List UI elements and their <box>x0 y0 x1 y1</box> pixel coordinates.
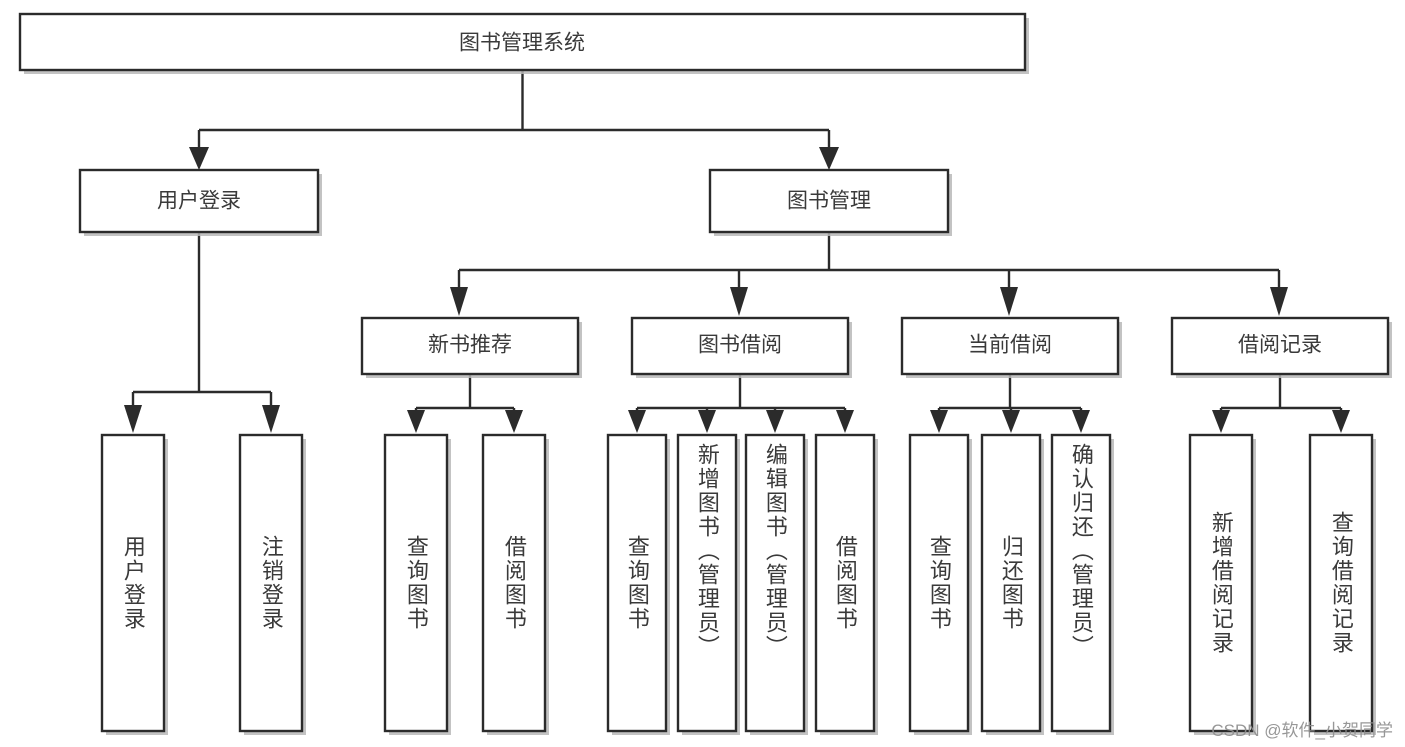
arrow-record-leaf-1 <box>1212 410 1230 433</box>
arrow-bookmgmt-to-borrow <box>730 287 748 316</box>
arrow-userlogin-leaf-1 <box>124 405 142 433</box>
connectors-layer <box>124 70 1350 433</box>
leaf-borrow-query-book[interactable] <box>606 433 670 735</box>
arrow-current-leaf-2 <box>1002 410 1020 433</box>
leaf-borrow-add-book[interactable] <box>676 433 740 735</box>
node-current-borrow-label: 当前借阅 <box>968 334 1052 357</box>
leaf-record-add[interactable] <box>1188 433 1256 735</box>
leaf-borrow-borrow-book-box <box>814 433 876 733</box>
node-borrow-record[interactable]: 借阅记录 <box>1170 316 1392 378</box>
node-current-borrow-box <box>900 316 1120 376</box>
arrow-borrow-leaf-1 <box>628 410 646 433</box>
node-root[interactable]: 图书管理系统 <box>18 12 1029 74</box>
arrow-record-leaf-2 <box>1332 410 1350 433</box>
node-book-management-box <box>708 168 950 234</box>
node-user-login[interactable]: 用户登录 <box>78 168 322 236</box>
arrow-borrow-leaf-4 <box>836 410 854 433</box>
node-borrow-record-box <box>1170 316 1390 376</box>
leaf-newbook-borrow-book-box <box>481 433 547 733</box>
leaf-borrow-query-book-box <box>606 433 668 733</box>
node-root-label: 图书管理系统 <box>459 32 585 55</box>
node-book-management-label: 图书管理 <box>787 190 871 213</box>
arrow-root-to-book-mgmt <box>819 147 839 170</box>
node-book-borrow-label: 图书借阅 <box>698 334 782 357</box>
node-root-box <box>18 12 1027 72</box>
arrow-userlogin-leaf-2 <box>262 405 280 433</box>
arrow-root-to-user-login <box>189 147 209 170</box>
leaf-current-confirm-return-box <box>1050 433 1112 733</box>
node-new-book-recommend[interactable]: 新书推荐 <box>360 316 582 378</box>
leaf-record-query-box <box>1308 433 1374 733</box>
leaf-logout-box <box>238 433 304 733</box>
node-book-management[interactable]: 图书管理 <box>708 168 952 236</box>
leaf-current-return-book[interactable] <box>980 433 1044 735</box>
leaf-record-add-box <box>1188 433 1254 733</box>
arrow-current-leaf-1 <box>930 410 948 433</box>
leaf-borrow-borrow-book[interactable] <box>814 433 878 735</box>
node-new-book-recommend-label: 新书推荐 <box>428 334 512 357</box>
leaf-current-return-book-box <box>980 433 1042 733</box>
node-current-borrow[interactable]: 当前借阅 <box>900 316 1122 378</box>
node-user-login-label: 用户登录 <box>157 190 241 213</box>
arrow-borrow-leaf-2 <box>698 410 716 433</box>
node-borrow-record-label: 借阅记录 <box>1238 334 1322 357</box>
leaf-borrow-edit-book[interactable] <box>744 433 808 735</box>
node-book-borrow[interactable]: 图书借阅 <box>630 316 852 378</box>
node-book-borrow-box <box>630 316 850 376</box>
leaf-borrow-edit-book-box <box>744 433 806 733</box>
node-new-book-recommend-box <box>360 316 580 376</box>
arrow-bookmgmt-to-current <box>1000 287 1018 316</box>
arrow-bookmgmt-to-record <box>1270 287 1288 316</box>
leaf-newbook-borrow-book[interactable] <box>481 433 549 735</box>
arrow-newbook-leaf-1 <box>407 410 425 433</box>
leaf-newbook-query-book-box <box>383 433 449 733</box>
leaf-current-confirm-return[interactable] <box>1050 433 1114 735</box>
leaf-current-query-book-box <box>908 433 970 733</box>
node-user-login-box <box>78 168 320 234</box>
arrow-current-leaf-3 <box>1072 410 1090 433</box>
arrow-bookmgmt-to-newbook <box>450 287 468 316</box>
leaf-logout[interactable] <box>238 433 306 735</box>
leaf-current-query-book[interactable] <box>908 433 972 735</box>
nodes-layer: 图书管理系统 用户登录 图书管理 新书推荐 <box>18 12 1392 735</box>
leaf-user-login[interactable] <box>100 433 168 735</box>
leaf-newbook-query-book[interactable] <box>383 433 451 735</box>
leaf-borrow-add-book-box <box>676 433 738 733</box>
leaf-record-query[interactable] <box>1308 433 1376 735</box>
leaf-user-login-box <box>100 433 166 733</box>
arrow-newbook-leaf-2 <box>505 410 523 433</box>
arrow-borrow-leaf-3 <box>766 410 784 433</box>
